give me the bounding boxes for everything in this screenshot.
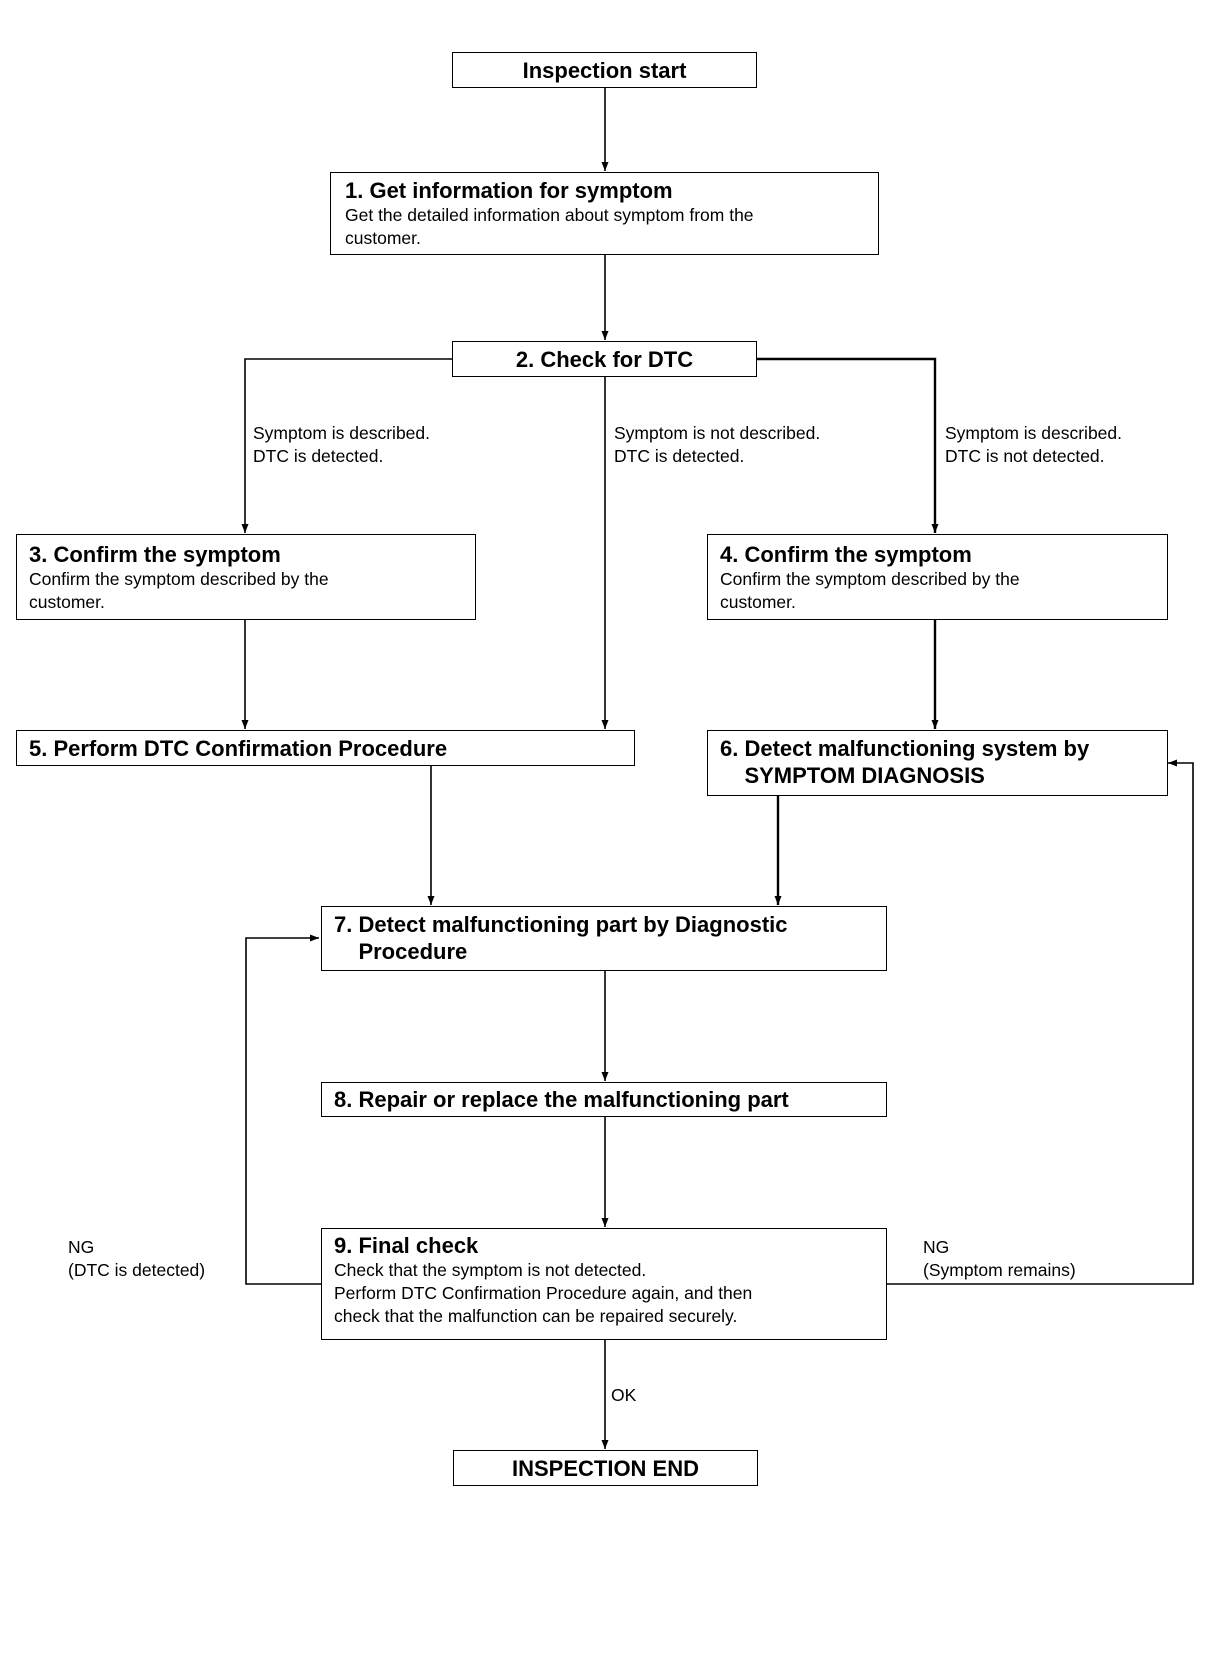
node-step-9: 9. Final check Check that the symptom is…: [321, 1228, 887, 1340]
edge-label-ng-left: NG (DTC is detected): [68, 1237, 206, 1280]
edge-label-middle-branch: Symptom is not described. DTC is detecte…: [614, 423, 821, 466]
node-step-3: 3. Confirm the symptom Confirm the sympt…: [16, 534, 476, 620]
node-step-2: 2. Check for DTC: [452, 341, 757, 377]
node-step-4: 4. Confirm the symptom Confirm the sympt…: [707, 534, 1168, 620]
node-step-3-desc: Confirm the symptom described by the cus…: [29, 569, 329, 612]
edge-label-ng-right: NG (Symptom remains): [923, 1237, 1076, 1280]
node-step-8: 8. Repair or replace the malfunctioning …: [321, 1082, 887, 1117]
node-step-7: 7. Detect malfunctioning part by Diagnos…: [321, 906, 887, 971]
edge-label-left-branch: Symptom is described. DTC is detected.: [253, 423, 431, 466]
node-step-9-title: 9. Final check: [334, 1233, 479, 1258]
node-inspection-start-title: Inspection start: [522, 57, 687, 83]
node-step-1-title: 1. Get information for symptom: [345, 178, 673, 203]
node-step-1: 1. Get information for symptom Get the d…: [330, 172, 879, 255]
node-step-2-title: 2. Check for DTC: [515, 346, 694, 372]
node-step-4-title: 4. Confirm the symptom: [720, 542, 972, 567]
node-step-8-title: 8. Repair or replace the malfunctioning …: [334, 1087, 789, 1112]
node-inspection-end: INSPECTION END: [453, 1450, 758, 1486]
node-step-7-title: 7. Detect malfunctioning part by Diagnos…: [334, 912, 788, 964]
edge-9-to-6-ng: [887, 759, 1194, 1285]
node-step-6-title: 6. Detect malfunctioning system by SYMPT…: [720, 736, 1090, 788]
node-step-5-title: 5. Perform DTC Confirmation Procedure: [29, 736, 448, 761]
edge-2-to-4: [757, 357, 939, 533]
node-step-9-desc: Check that the symptom is not detected. …: [334, 1260, 753, 1326]
node-inspection-start: Inspection start: [452, 52, 757, 88]
node-step-6: 6. Detect malfunctioning system by SYMPT…: [707, 730, 1168, 796]
node-step-5: 5. Perform DTC Confirmation Procedure: [16, 730, 635, 766]
node-inspection-end-title: INSPECTION END: [511, 1455, 700, 1481]
edge-9-to-7-ng: [245, 934, 321, 1285]
edge-label-ok: OK: [611, 1385, 637, 1405]
node-step-4-desc: Confirm the symptom described by the cus…: [720, 569, 1020, 612]
edge-2-to-3: [241, 358, 452, 533]
node-step-1-desc: Get the detailed information about sympt…: [345, 205, 754, 248]
edge-label-right-branch: Symptom is described. DTC is not detecte…: [945, 423, 1123, 466]
node-step-3-title: 3. Confirm the symptom: [29, 542, 281, 567]
